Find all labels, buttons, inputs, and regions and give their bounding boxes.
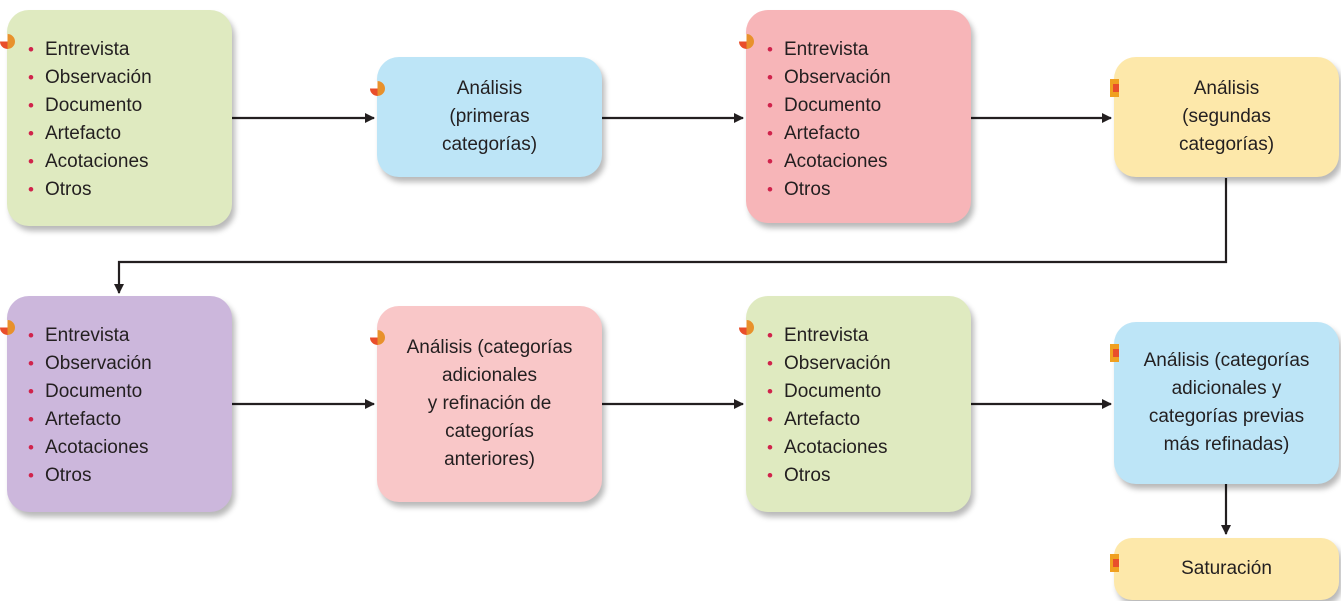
list-item: Entrevista (28, 36, 152, 64)
list-item: Acotaciones (767, 434, 891, 462)
collection-method-list: Entrevista Observación Documento Artefac… (767, 36, 891, 204)
data-collection-box-4: Entrevista Observación Documento Artefac… (739, 296, 971, 512)
list-item: Documento (767, 378, 891, 406)
corner-marker-icon (0, 34, 15, 49)
arrow-analysis2-to-collect3 (114, 178, 1228, 294)
list-item: Otros (767, 176, 891, 204)
list-item: Observación (767, 64, 891, 92)
corner-marker-icon (1110, 554, 1119, 572)
list-item: Entrevista (767, 322, 891, 350)
corner-marker-icon (0, 320, 15, 335)
list-item: Artefacto (767, 120, 891, 148)
corner-marker-icon (370, 81, 385, 96)
corner-marker-icon (370, 330, 385, 345)
analysis-label: Análisis (categorías adicionales y refin… (406, 337, 573, 470)
corner-marker-icon (739, 320, 754, 335)
corner-marker-icon (1110, 79, 1119, 97)
list-item: Otros (28, 462, 152, 490)
saturation-label: Saturación (1181, 558, 1272, 579)
data-collection-box-3: Entrevista Observación Documento Artefac… (0, 296, 232, 512)
list-item: Entrevista (767, 36, 891, 64)
collection-method-list: Entrevista Observación Documento Artefac… (767, 322, 891, 490)
analysis-label: Análisis (segundas categorías) (1178, 78, 1275, 155)
list-item: Acotaciones (28, 148, 152, 176)
collection-method-list: Entrevista Observación Documento Artefac… (28, 322, 152, 490)
list-item: Artefacto (28, 120, 152, 148)
corner-marker-icon (1110, 344, 1119, 362)
collection-method-list: Entrevista Observación Documento Artefac… (28, 36, 152, 204)
list-item: Acotaciones (28, 434, 152, 462)
list-item: Otros (28, 176, 152, 204)
list-item: Observación (28, 64, 152, 92)
list-item: Documento (28, 378, 152, 406)
list-item: Artefacto (28, 406, 152, 434)
list-item: Otros (767, 462, 891, 490)
list-item: Documento (28, 92, 152, 120)
list-item: Entrevista (28, 322, 152, 350)
list-item: Acotaciones (767, 148, 891, 176)
analysis-box-additional-and-refined-categories: Análisis (categorías adicionales y refin… (370, 306, 602, 502)
corner-marker-icon (739, 34, 754, 49)
analysis-label: Análisis (categorías adicionales y categ… (1143, 350, 1310, 455)
saturation-box: Saturación (1110, 538, 1339, 600)
analysis-box-second-categories: Análisis (segundas categorías) (1110, 57, 1339, 177)
list-item: Documento (767, 92, 891, 120)
analysis-label: Análisis (primeras categorías) (441, 78, 538, 155)
analysis-box-first-categories: Análisis (primeras categorías) (370, 57, 602, 177)
list-item: Observación (28, 350, 152, 378)
data-collection-box-1: Entrevista Observación Documento Artefac… (0, 10, 232, 226)
analysis-box-refined-previous-categories: Análisis (categorías adicionales y categ… (1110, 322, 1339, 484)
data-collection-box-2: Entrevista Observación Documento Artefac… (739, 10, 971, 223)
list-item: Observación (767, 350, 891, 378)
list-item: Artefacto (767, 406, 891, 434)
